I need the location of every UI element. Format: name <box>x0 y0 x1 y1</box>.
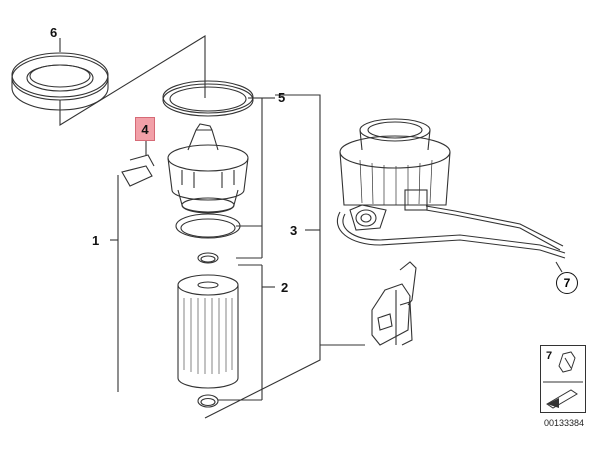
bracket-2 <box>218 264 275 401</box>
part-6-sealing-ring[interactable] <box>11 38 109 111</box>
wiring-harness[interactable] <box>337 205 566 259</box>
legend-callout-7: 7 <box>546 350 553 362</box>
bracket-3 <box>204 94 365 419</box>
bracket-5 <box>236 97 275 259</box>
callout-5[interactable]: 5 <box>278 90 286 105</box>
clip-icon <box>558 351 576 373</box>
callout-1[interactable]: 1 <box>92 233 100 248</box>
o-ring-small-top[interactable] <box>197 252 219 264</box>
document-number: 00133384 <box>544 418 585 428</box>
callout-2[interactable]: 2 <box>281 280 289 295</box>
o-ring-large[interactable] <box>175 213 241 239</box>
leader-6-frame <box>59 35 206 126</box>
legend-box <box>540 345 586 413</box>
callout-7-circle[interactable]: 7 <box>556 272 578 294</box>
bracket-1 <box>110 175 119 392</box>
o-ring-small-bottom[interactable] <box>197 394 219 408</box>
part-5-ring-seal[interactable] <box>162 80 254 117</box>
callout-3[interactable]: 3 <box>290 223 298 238</box>
callout-6[interactable]: 6 <box>50 25 58 40</box>
filter-element[interactable] <box>177 274 239 389</box>
callout-4-highlighted[interactable]: 4 <box>135 117 155 141</box>
legend-graphic <box>543 351 583 409</box>
filter-cap[interactable] <box>167 123 249 214</box>
leader-7 <box>555 261 563 273</box>
connector-bracket[interactable] <box>371 261 417 346</box>
part-3-filter-housing[interactable] <box>339 118 451 231</box>
